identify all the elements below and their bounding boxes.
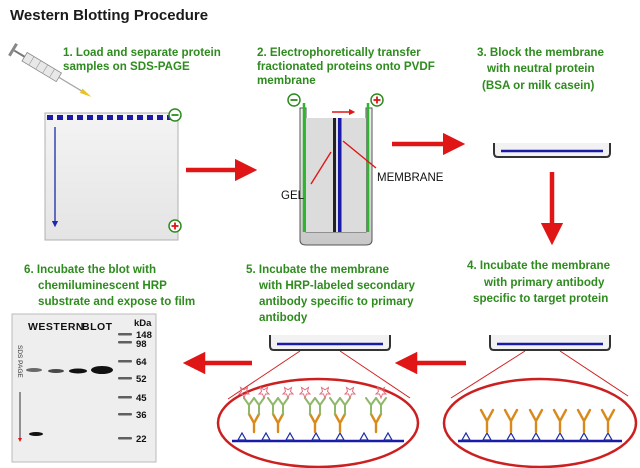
western-blot-film: WESTERN BLOT kDa SDS PAGE 148 98 64 52 4… — [11, 313, 157, 463]
step-4-line-3: specific to target protein — [473, 292, 608, 305]
kda-unit-label: kDa — [134, 318, 152, 329]
step-6-line-2: chemiluminescent HRP — [38, 279, 167, 292]
secondary-antibody-tray — [269, 335, 391, 351]
step-4-text: 4. Incubate the membrane with primary an… — [467, 259, 613, 305]
marker-36: 36 — [136, 410, 147, 421]
step-4-line-2: with primary antibody — [483, 276, 605, 289]
step-5-text: 5. Incubate the membrane with HRP-labele… — [246, 263, 418, 324]
sample-bands — [26, 366, 113, 436]
sds-page-axis-label: SDS PAGE — [16, 345, 23, 378]
marker-98: 98 — [136, 339, 147, 350]
step-5-line-1: 5. Incubate the membrane — [246, 263, 390, 276]
blocking-tray — [493, 143, 611, 158]
step-5-line-4: antibody — [259, 311, 308, 324]
marker-64: 64 — [136, 357, 147, 368]
primary-antibody-tray — [489, 335, 611, 351]
step-3-text: 3. Block the membrane with neutral prote… — [477, 46, 607, 92]
marker-labels: 148 98 64 52 45 36 22 — [136, 330, 152, 445]
blot-title-right: BLOT — [82, 321, 113, 333]
step-2-line-2: fractionated proteins onto PVDF — [257, 60, 435, 73]
marker-148: 148 — [136, 330, 152, 341]
sds-page-gel — [44, 112, 179, 241]
step-3-line-2: with neutral protein — [486, 62, 595, 75]
step-6-text: 6. Incubate the blot with chemiluminesce… — [24, 263, 195, 308]
marker-52: 52 — [136, 374, 147, 385]
step-3-line-1: 3. Block the membrane — [477, 46, 604, 59]
step-2-text: 2. Electrophoretically transfer fraction… — [257, 46, 438, 87]
step-2-line-3: membrane — [257, 74, 316, 87]
step-6-line-1: 6. Incubate the blot with — [24, 263, 156, 276]
transfer-tank — [299, 103, 373, 246]
blot-title-left: WESTERN — [28, 321, 84, 333]
zoom-line-right-5 — [339, 350, 411, 399]
step-5-line-3: antibody specific to primary — [259, 295, 414, 308]
marker-45: 45 — [136, 393, 147, 404]
zoom-line-right-4 — [559, 350, 629, 397]
syringe — [8, 43, 92, 97]
secondary-antibody-zoom — [216, 377, 420, 468]
gel-label: GEL — [281, 190, 305, 202]
negative-electrode-icon — [168, 108, 182, 122]
membrane-pointer — [342, 140, 377, 169]
positive-electrode-icon — [168, 219, 182, 233]
step-5-line-2: with HRP-labeled secondary — [258, 279, 415, 292]
gel-pointer — [310, 151, 332, 185]
tank-positive-icon — [370, 93, 384, 107]
page-title: Western Blotting Procedure — [10, 7, 208, 24]
step-1-text: 1. Load and separate protein samples on … — [63, 46, 224, 73]
tank-negative-icon — [287, 93, 301, 107]
step-2-line-1: 2. Electrophoretically transfer — [257, 46, 421, 59]
step-4-line-1: 4. Incubate the membrane — [467, 259, 611, 272]
step-3-line-3: (BSA or milk casein) — [482, 79, 594, 92]
membrane-label: MEMBRANE — [377, 172, 444, 184]
marker-22: 22 — [136, 434, 147, 445]
zoom-line-left-4 — [450, 350, 526, 399]
transfer-gel — [333, 118, 336, 232]
zoom-line-left-5 — [227, 350, 301, 400]
ladder-bands — [118, 333, 132, 440]
primary-antibody-zoom — [442, 377, 638, 468]
step-1-line-2: samples on SDS-PAGE — [63, 60, 190, 73]
transfer-membrane — [338, 118, 342, 232]
step-6-line-3: substrate and expose to film — [38, 295, 195, 308]
step-1-line-1: 1. Load and separate protein — [63, 46, 221, 59]
